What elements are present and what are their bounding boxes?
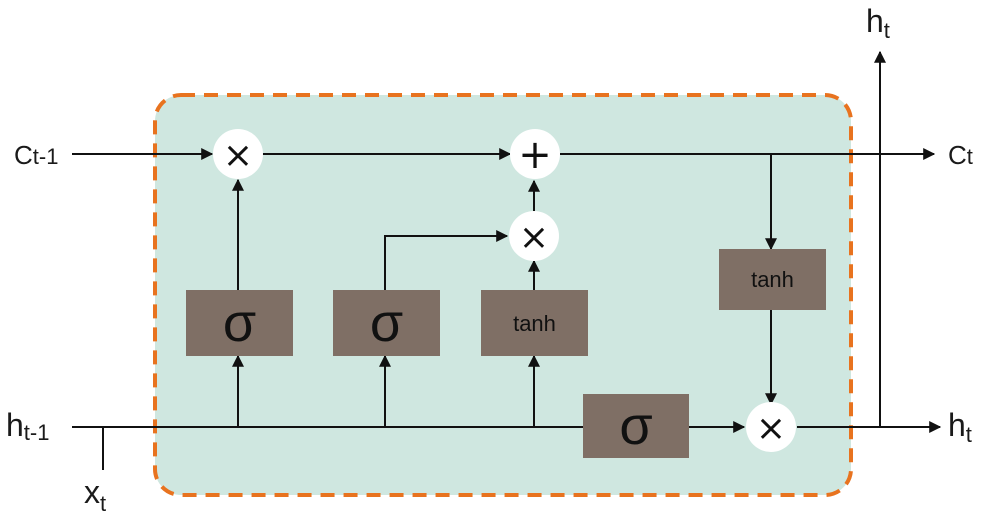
c-prev-label: Ct-1	[14, 140, 58, 170]
candidate-gate-label: tanh	[513, 311, 556, 336]
input-sigma-to-mult	[384, 230, 509, 290]
forget-gate-symbol: σ	[223, 293, 256, 353]
forget-multiply-op: ×	[213, 129, 263, 179]
output-gate-symbol: σ	[619, 396, 652, 456]
candidate-gate: tanh	[481, 290, 588, 356]
h-out-top-label: ht	[866, 3, 890, 43]
h-out-right-label: ht	[948, 407, 972, 447]
output-gate: σ	[583, 394, 689, 458]
c-next-label: Ct	[948, 140, 973, 170]
cell-tanh-gate: tanh	[719, 249, 826, 310]
plus-icon: +	[518, 132, 552, 178]
connection-lines	[72, 50, 942, 470]
input-multiply-op: ×	[509, 211, 559, 261]
cell-tanh-label: tanh	[751, 267, 794, 292]
h-prev-label: ht-1	[6, 407, 49, 445]
multiply-icon: ×	[223, 135, 253, 176]
forget-gate: σ	[186, 290, 293, 356]
input-gate-symbol: σ	[370, 293, 403, 353]
x-input-label: xt	[84, 474, 106, 516]
multiply-icon: ×	[519, 217, 549, 258]
input-gate: σ	[333, 290, 440, 356]
multiply-icon: ×	[756, 408, 786, 449]
cell-add-op: +	[510, 129, 560, 179]
output-multiply-op: ×	[746, 402, 796, 452]
